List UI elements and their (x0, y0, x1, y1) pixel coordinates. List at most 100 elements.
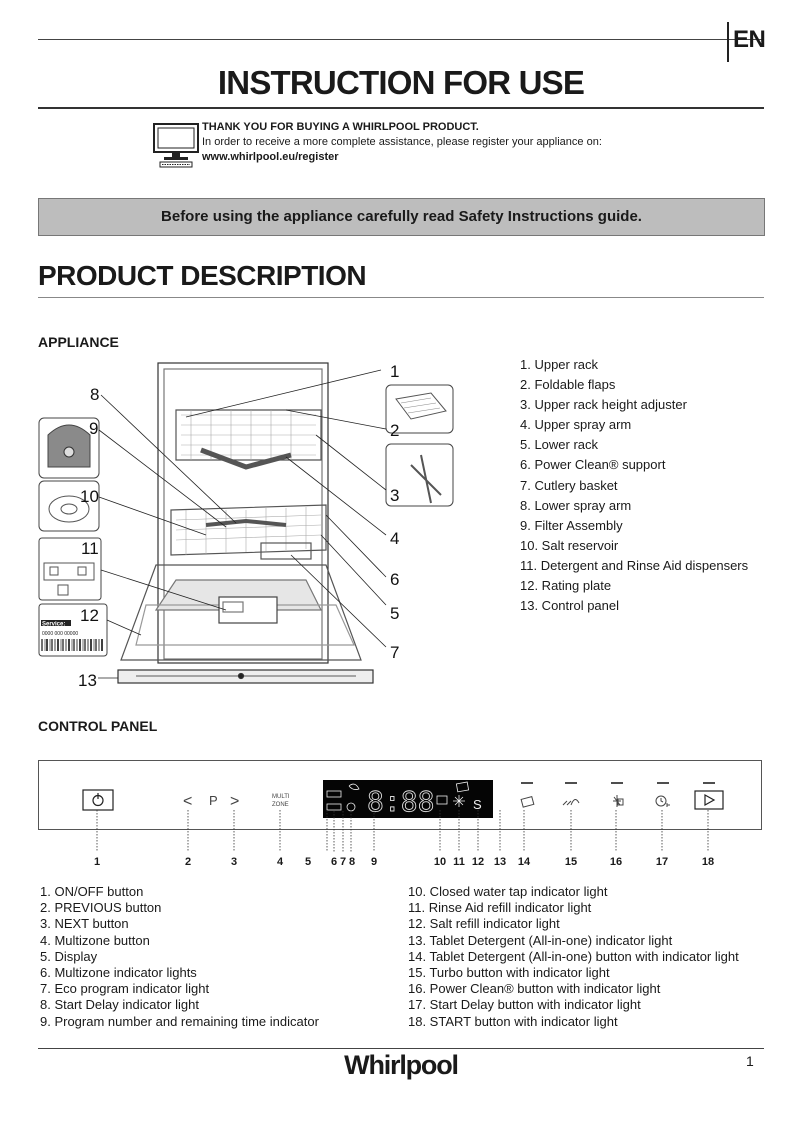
tablet-button[interactable] (520, 795, 535, 808)
list-item: 10. Closed water tap indicator light (408, 884, 608, 899)
upper-spray-arm (200, 447, 292, 470)
footer-rule (38, 1048, 764, 1049)
lower-rack (170, 504, 327, 556)
cp-number: 5 (304, 856, 312, 868)
list-item: 3. Upper rack height adjuster (520, 397, 687, 413)
appliance-heading: APPLIANCE (38, 334, 119, 350)
rating-plate-inset (38, 603, 108, 657)
cp-number: 14 (517, 856, 531, 868)
start-delay-button[interactable] (655, 795, 670, 807)
appliance-parts-list: 1. Upper rack 2. Foldable flaps 3. Upper… (520, 356, 748, 617)
cp-number: 2 (184, 856, 192, 868)
list-item: 6. Multizone indicator lights (40, 964, 197, 980)
list-item: 10. Salt reservoir (520, 537, 619, 553)
callout-9: 9 (89, 419, 98, 438)
list-item: 7. Eco program indicator light (40, 981, 210, 997)
language-badge: EN (727, 22, 766, 62)
list-item: 8. Lower spray arm (520, 497, 632, 513)
cp-number: 6 (330, 856, 338, 868)
list-item: 7. Cutlery basket (520, 477, 618, 493)
flaps-inset (385, 384, 454, 434)
upper-rack (175, 409, 322, 461)
callout-13: 13 (78, 671, 97, 690)
service-label-bg (41, 620, 71, 626)
page-number: 1 (746, 1053, 754, 1069)
list-item: 16. Power Clean® button with indicator l… (408, 981, 661, 997)
register-thanks: THANK YOU FOR BUYING A WHIRLPOOL PRODUCT… (202, 121, 479, 133)
callout-7: 7 (390, 643, 399, 662)
list-item: 12. Salt refill indicator light (408, 916, 560, 932)
registration-notice: THANK YOU FOR BUYING A WHIRLPOOL PRODUCT… (150, 118, 770, 172)
list-item: 2. Foldable flaps (520, 377, 616, 393)
dispenser-inset (38, 537, 102, 601)
service-number: 0000 000 00000 (42, 631, 78, 637)
turbo-button[interactable] (562, 799, 580, 806)
display-digits: 8:88 (367, 785, 434, 818)
list-item: 9. Program number and remaining time ind… (40, 1013, 319, 1029)
cabinet-outline (157, 362, 329, 664)
service-label: Service: (42, 622, 65, 628)
cp-number: 13 (493, 856, 507, 868)
p-label: P (209, 793, 218, 808)
callout-5: 5 (390, 604, 399, 623)
power-clean-button[interactable] (613, 795, 624, 807)
salt-indicator: S (473, 797, 482, 812)
list-item: 4. Upper spray arm (520, 417, 632, 433)
list-item: 14. Tablet Detergent (All-in-one) button… (408, 948, 739, 964)
list-item: 12. Rating plate (520, 578, 612, 594)
register-instructions: In order to receive a more complete assi… (202, 136, 602, 148)
callout-6: 6 (390, 570, 399, 589)
callout-11: 11 (81, 539, 99, 558)
callout-2: 2 (390, 421, 399, 440)
section-title: PRODUCT DESCRIPTION (38, 260, 367, 291)
top-rule (38, 39, 764, 40)
start-button[interactable] (694, 790, 724, 810)
list-item: 5. Lower rack (520, 437, 599, 453)
list-item: 11. Detergent and Rinse Aid dispensers (520, 557, 749, 573)
cp-number: 15 (564, 856, 578, 868)
list-item: 18. START button with indicator light (408, 1013, 618, 1029)
register-link[interactable]: www.whirlpool.eu/register (202, 151, 339, 163)
callout-3: 3 (390, 486, 399, 505)
multizone-label-1[interactable]: MULTI (272, 794, 290, 800)
barcode (41, 639, 103, 651)
cp-number: 4 (276, 856, 284, 868)
lower-spray-arm (205, 518, 287, 527)
list-item: 17. Start Delay button with indicator li… (408, 997, 641, 1013)
callout-10: 10 (80, 487, 99, 506)
cp-number: 12 (471, 856, 485, 868)
cp-number: 1 (93, 856, 101, 868)
document-title: INSTRUCTION FOR USE (217, 64, 585, 101)
cutlery-basket (260, 542, 312, 560)
cp-number: 17 (655, 856, 669, 868)
list-item: 3. NEXT button (40, 916, 129, 932)
list-item: 9. Filter Assembly (520, 517, 623, 533)
control-panel-leaders (96, 810, 709, 852)
callout-8: 8 (90, 385, 99, 404)
power-button[interactable] (82, 789, 114, 811)
multizone-label-2[interactable]: ZONE (272, 802, 289, 808)
cp-number: 8 (348, 856, 356, 868)
list-item: 5. Display (40, 948, 98, 964)
previous-button[interactable]: < (183, 793, 192, 810)
list-item: 11. Rinse Aid refill indicator light (408, 900, 592, 916)
list-item: 1. ON/OFF button (40, 884, 144, 899)
control-panel-list-left: 1. ON/OFF button 2. PREVIOUS button 3. N… (40, 884, 319, 1030)
callout-1: 1 (390, 362, 399, 381)
title-rule (38, 107, 764, 109)
control-panel: < P > MULTI ZONE 8:88 S (38, 760, 762, 830)
control-panel-list-right: 10. Closed water tap indicator light 11.… (408, 884, 739, 1030)
door (120, 564, 362, 661)
list-item: 4. Multizone button (40, 932, 150, 948)
cp-number: 7 (339, 856, 347, 868)
list-item: 15. Turbo button with indicator light (408, 964, 610, 980)
list-item: 1. Upper rack (520, 357, 599, 372)
cp-number: 10 (433, 856, 447, 868)
next-button[interactable]: > (230, 793, 239, 810)
list-item: 13. Tablet Detergent (All-in-one) indica… (408, 932, 673, 948)
callout-4: 4 (390, 529, 399, 548)
cp-number: 9 (370, 856, 378, 868)
salt-inset (38, 480, 100, 532)
appliance-diagram: Service: 0000 000 00000 1 2 3 4 (38, 362, 454, 690)
computer-monitor-icon (153, 123, 199, 168)
